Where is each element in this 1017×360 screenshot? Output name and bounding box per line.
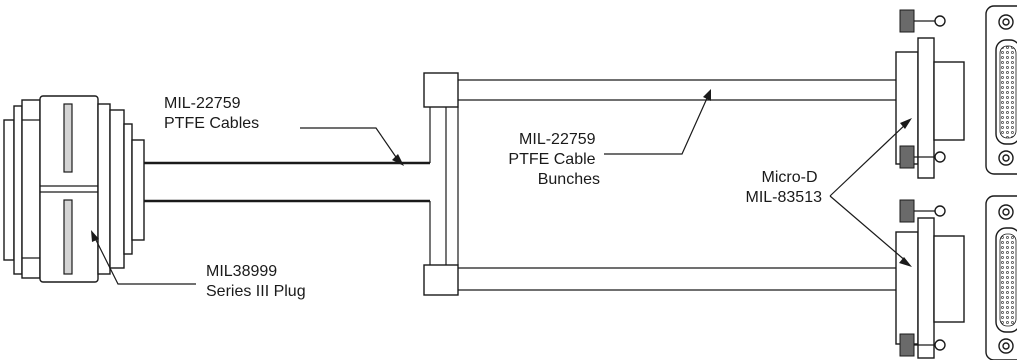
label-ptfe-cables: MIL-22759 PTFE Cables (164, 95, 259, 132)
lower-split-sleeve (423, 264, 459, 296)
label-plug: MIL38999 Series III Plug (206, 263, 306, 300)
micro-d-connector-lower-side (895, 199, 965, 359)
circular-plug-connector (3, 95, 145, 283)
leader-ptfe-cables (300, 127, 404, 166)
cable-bundle-main (144, 72, 459, 296)
leader-plug (91, 230, 196, 285)
leader-micro-d-lower (829, 195, 912, 267)
micro-d-connector-upper-side (895, 9, 965, 179)
leader-micro-d-upper (829, 118, 912, 197)
micro-d-face-lower (985, 195, 1017, 360)
upper-split-sleeve (423, 72, 459, 108)
label-ptfe-cable-bunches: MIL-22759 PTFE Cable Bunches (508, 131, 600, 188)
label-micro-d: Micro-D MIL-83513 (746, 169, 823, 206)
cable-bunch-upper (458, 79, 900, 101)
micro-d-face-upper (985, 5, 1017, 175)
cable-bunch-lower (458, 267, 900, 291)
leader-ptfe-bunches (604, 89, 711, 155)
